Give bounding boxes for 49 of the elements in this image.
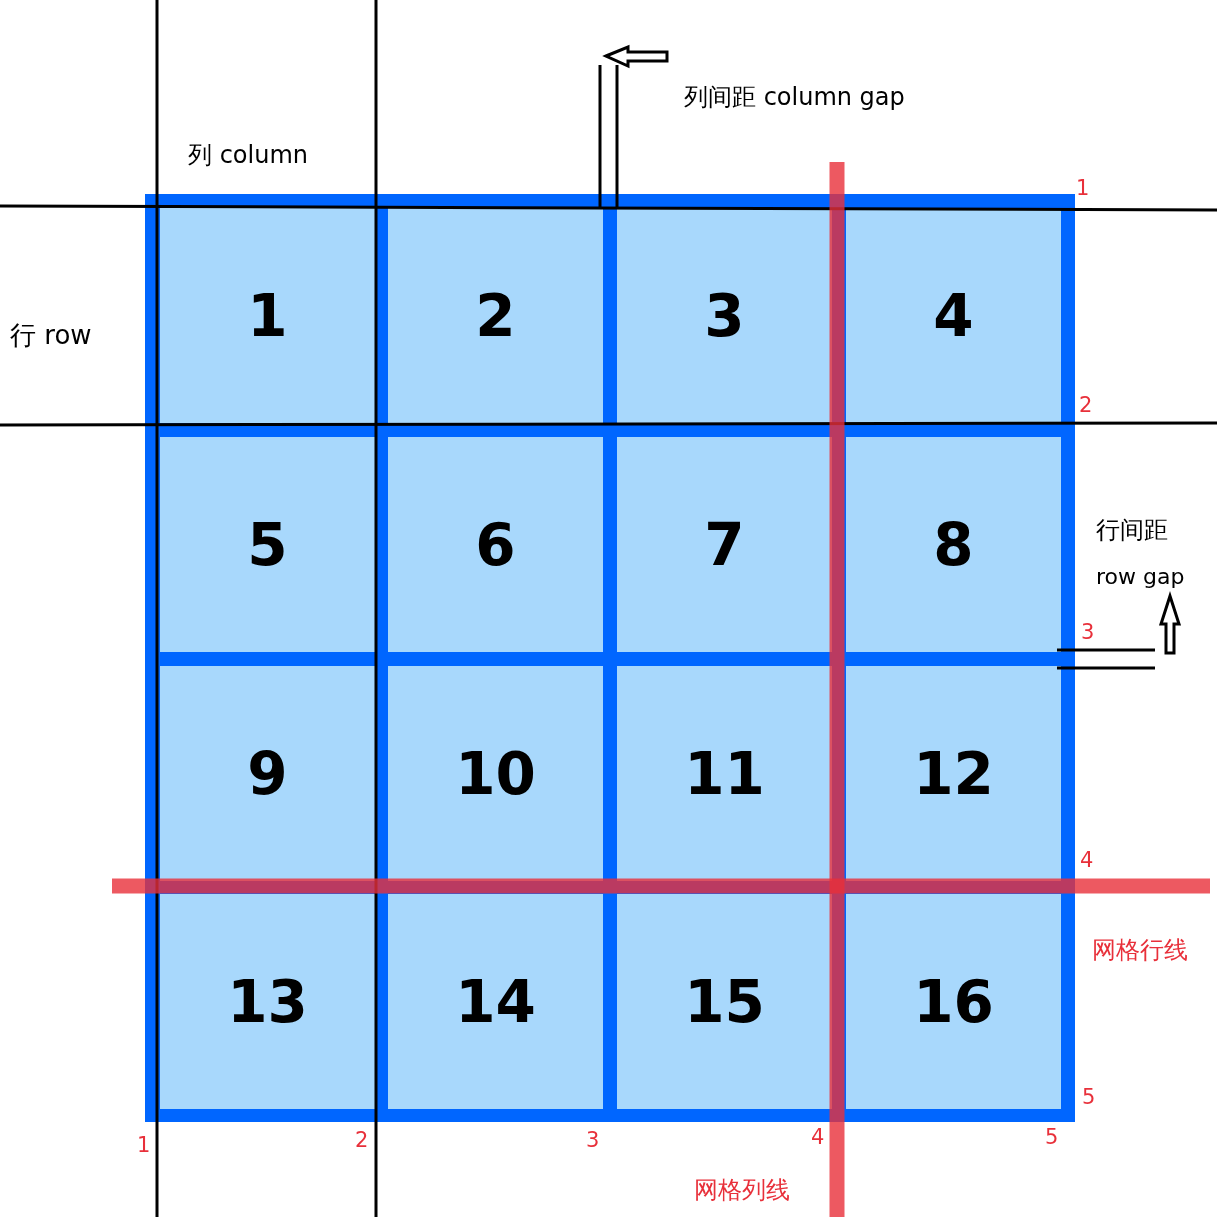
grid-cell (160, 208, 375, 423)
cell-number: 1 (247, 281, 288, 350)
grid-cell (160, 437, 375, 652)
grid-cell (160, 666, 375, 881)
cell-number: 10 (455, 739, 536, 808)
line-number: 5 (1082, 1086, 1096, 1108)
line-number: 4 (811, 1126, 825, 1148)
grid-cell (617, 666, 832, 881)
cell-number: 16 (913, 967, 994, 1036)
cell-number: 9 (247, 739, 288, 808)
cell-number: 4 (933, 281, 974, 350)
grid-cell (617, 894, 832, 1109)
cell-number: 7 (704, 510, 745, 579)
cell-number: 14 (455, 967, 536, 1036)
cell-number: 11 (684, 739, 765, 808)
cell-number: 6 (475, 510, 516, 579)
gap-label: row gap (1096, 566, 1185, 588)
cell-number: 13 (227, 967, 308, 1036)
gap-label: 列间距 column gap (684, 85, 905, 109)
grid-cell (846, 666, 1061, 881)
gap-label: 行间距 (1096, 518, 1168, 542)
line-number: 3 (586, 1129, 600, 1151)
grid-line-label: 网格列线 (694, 1178, 790, 1202)
grid-line-label: 网格行线 (1092, 938, 1188, 962)
grid-cell (388, 894, 603, 1109)
line-number: 4 (1080, 849, 1094, 871)
cell-number: 12 (913, 739, 994, 808)
line-number: 5 (1045, 1126, 1059, 1148)
cell-number: 2 (475, 281, 516, 350)
grid-cell (388, 208, 603, 423)
grid-cell (388, 666, 603, 881)
track-label: 列 column (188, 143, 308, 167)
grid-cell (617, 437, 832, 652)
cell-number: 5 (247, 510, 288, 579)
line-number: 3 (1081, 621, 1095, 643)
line-number: 2 (1079, 394, 1093, 416)
line-number: 2 (355, 1129, 369, 1151)
grid-cell (846, 437, 1061, 652)
line-number: 1 (1076, 177, 1090, 199)
grid-cell (846, 894, 1061, 1109)
grid-cell (617, 208, 832, 423)
line-number: 1 (137, 1134, 151, 1156)
grid-cell (388, 437, 603, 652)
track-label: 行 row (10, 322, 92, 348)
grid-cell (846, 208, 1061, 423)
cell-number: 15 (684, 967, 765, 1036)
cell-number: 3 (704, 281, 745, 350)
cell-number: 8 (933, 510, 974, 579)
grid-cell (160, 894, 375, 1109)
